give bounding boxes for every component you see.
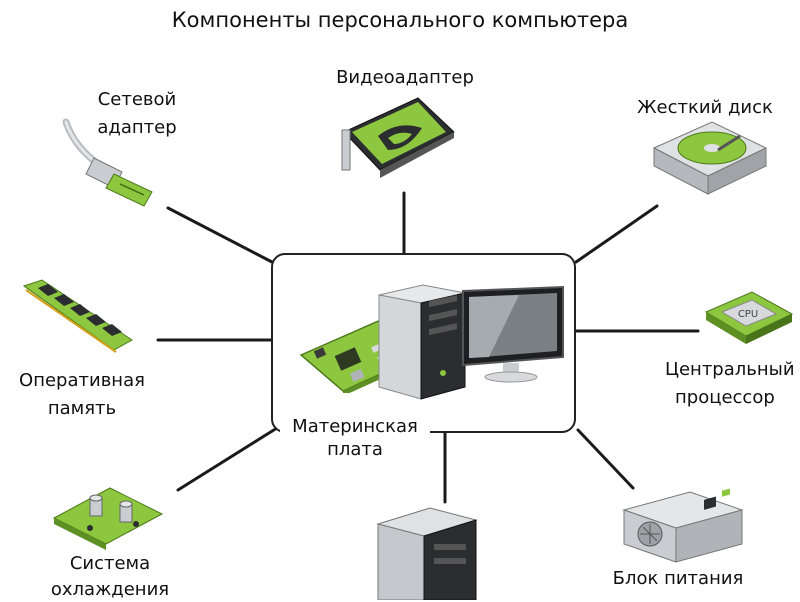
cooling-label-line2: охлаждения	[50, 579, 170, 600]
connector-hdd	[574, 204, 659, 264]
hard-disk-icon	[652, 121, 768, 195]
psu-label: Блок питания	[612, 568, 744, 589]
video-label: Видеоадаптер	[336, 67, 474, 88]
network-label-line2: адаптер	[97, 117, 177, 138]
cpu-chip-text: CPU	[738, 309, 758, 320]
center-label-line2: плата	[327, 439, 383, 460]
network-cable-icon	[62, 118, 153, 207]
monitor-icon	[462, 285, 564, 383]
connector-cooling	[176, 426, 279, 492]
cpu-label-line2: процессор	[675, 387, 775, 408]
ram-label-line1: Оперативная	[19, 370, 145, 391]
cooling-system-icon	[52, 487, 164, 550]
ram-label-line2: память	[47, 398, 117, 419]
ram-module-icon	[22, 279, 133, 353]
motherboard-hub: Материнская	[271, 253, 576, 437]
connector-network	[166, 206, 274, 264]
system-unit-icon	[378, 284, 466, 400]
diagram-title: Компоненты персонального компьютера	[171, 8, 629, 32]
cooling-label-line1: Система	[69, 553, 151, 574]
video-card-icon	[341, 97, 455, 178]
hdd-label: Жесткий диск	[637, 97, 773, 118]
cpu-chip-icon: CPU	[704, 291, 794, 344]
power-supply-icon	[622, 488, 744, 563]
network-label-line1: Сетевой	[97, 89, 177, 110]
cpu-label-line1: Центральный	[665, 359, 795, 380]
pc-case-icon	[376, 507, 478, 600]
center-label-text: Материнская	[280, 415, 430, 439]
connector-psu	[576, 428, 635, 490]
